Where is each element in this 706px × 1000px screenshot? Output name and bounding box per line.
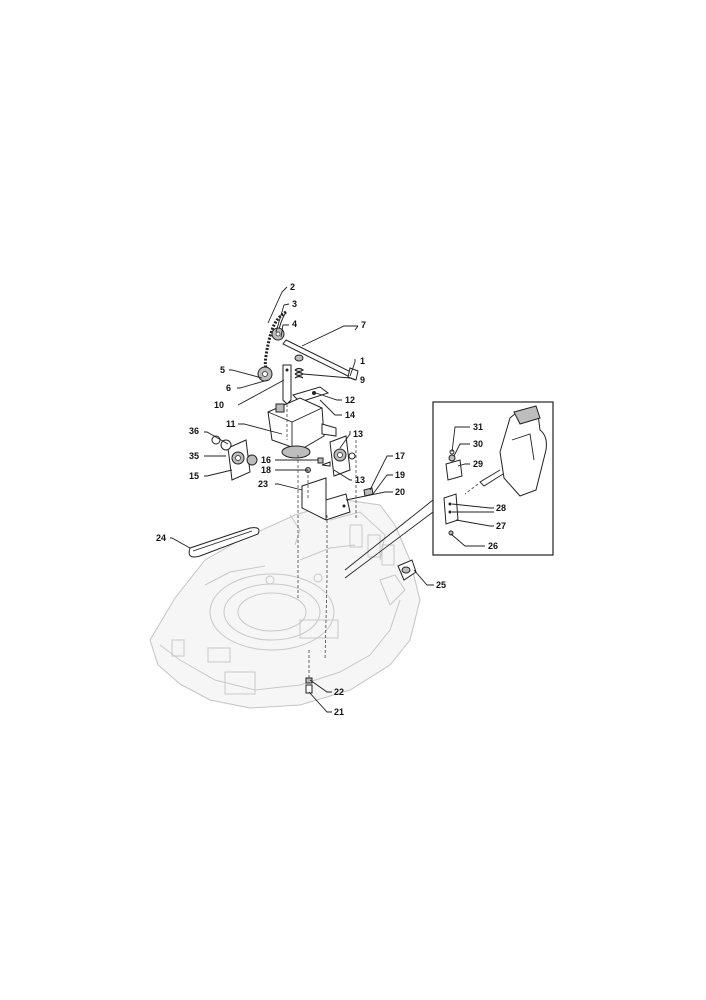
callout-4: 4 [292,319,297,329]
callout-11: 11 [226,419,236,429]
callout-24: 24 [156,533,166,543]
callout-5: 5 [220,365,225,375]
callout-29: 29 [473,459,483,469]
mower-deck [149,499,421,709]
sprocket-lower [257,366,273,382]
leaders [170,286,494,713]
drive-belt [188,527,260,558]
callout-10: 10 [214,400,224,410]
callout-17: 18 [261,465,271,475]
gearbox [267,397,337,459]
spring [294,354,305,379]
callout-21: 21 [334,707,344,717]
callout-22: 22 [334,687,344,697]
callout-9: 9 [360,375,365,385]
callout-18: 17 [395,451,405,461]
mounting-bracket [301,477,351,521]
callout-27: 27 [496,521,506,531]
callout-36: 36 [189,426,199,436]
bearing-plate-left [211,435,258,481]
callout-31: 31 [473,422,483,432]
callout-12: 12 [345,395,355,405]
callout-1: 1 [360,356,365,366]
inset-panel [344,401,554,579]
assembly-lines [286,404,357,678]
callout-20: 20 [395,487,405,497]
callout-15: 15 [189,471,199,481]
callout-35: 35 [189,451,199,461]
callout-28: 28 [496,503,506,513]
callout-23: 23 [258,479,268,489]
bearing-plate-right [329,435,356,477]
callout-19: 19 [395,470,405,480]
drive-rod [282,339,359,381]
callout-2: 2 [290,282,295,292]
callout-3: 3 [292,299,297,309]
callout-6: 6 [226,383,231,393]
callout-26: 26 [488,541,498,551]
callout-13-upper: 13 [353,429,363,439]
callout-7: 7 [361,320,366,330]
clip-25 [397,559,417,581]
callout-25: 25 [436,580,446,590]
lever [282,364,292,405]
callout-16: 16 [261,455,271,465]
callout-labels: 2 3 4 7 1 5 9 6 12 10 14 11 13 36 17 35 … [156,282,506,717]
callout-13-lower: 13 [355,475,365,485]
callout-30: 30 [473,439,483,449]
callout-14: 14 [345,410,355,420]
